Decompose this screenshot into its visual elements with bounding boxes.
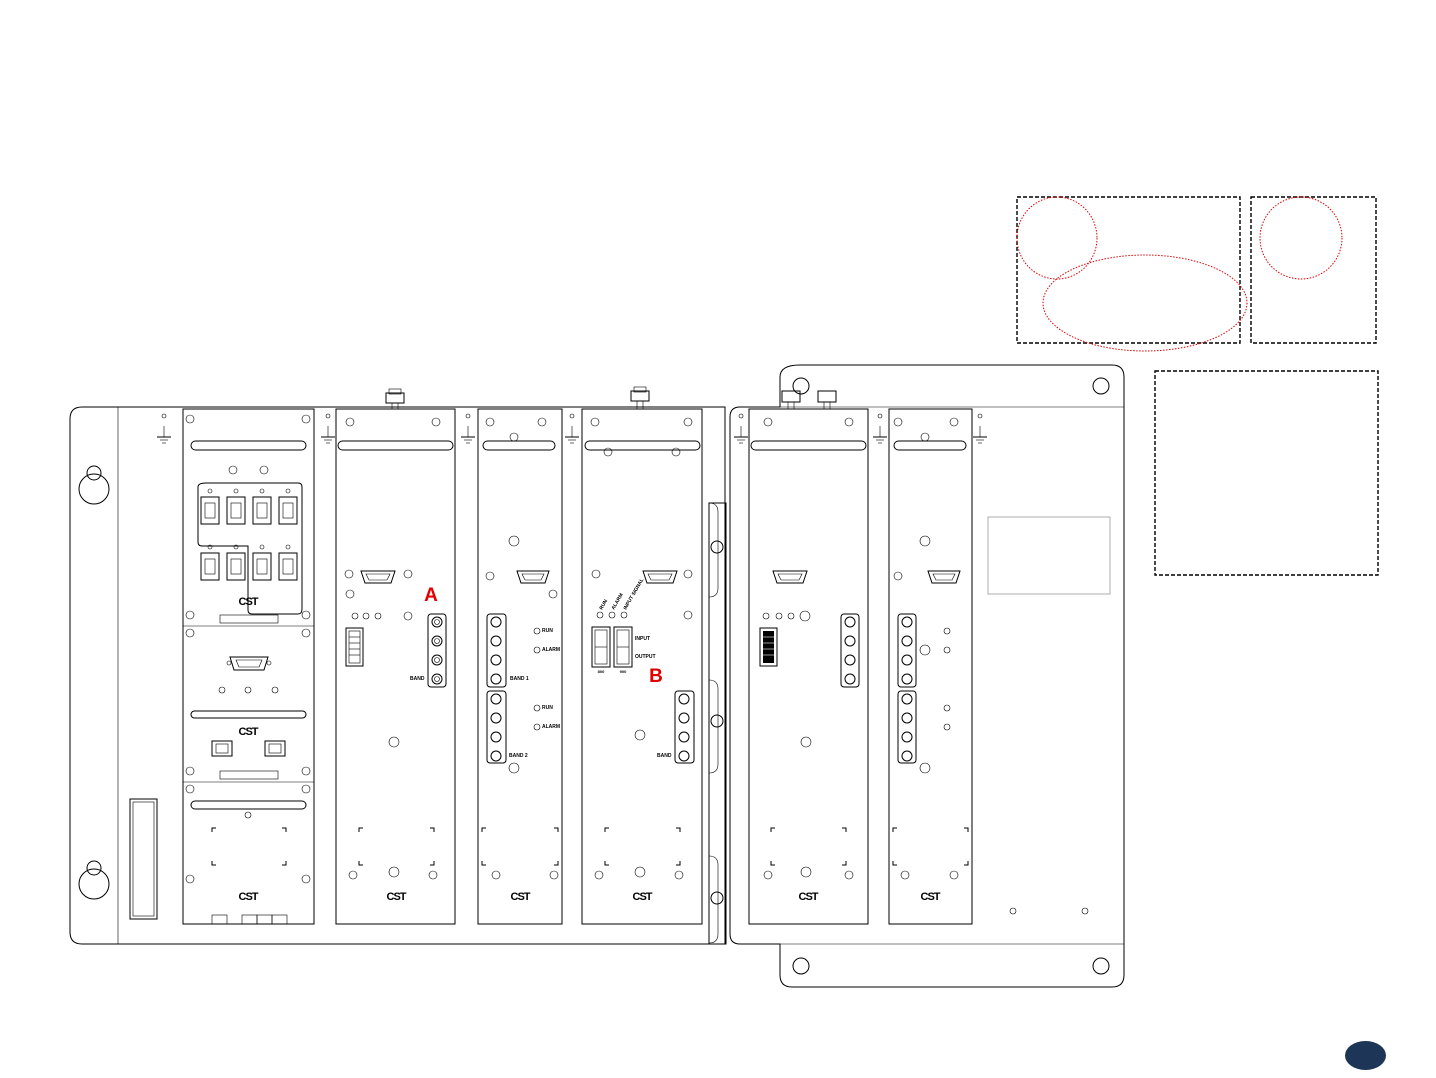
band-module: RUN ALARM BAND 1 RUN ALARM BAND 2 CST [477,408,563,925]
brand-logo: CST [239,596,259,608]
port-b-label: 900 [620,669,627,674]
input-label: INPUT [635,636,650,642]
keyhole-mount [78,465,110,505]
ethernet-port [211,740,233,757]
db9-connector [344,569,413,584]
marker-a: A [424,585,438,606]
rf-module-c: CST [748,390,869,925]
highlight-ellipse [1042,254,1248,352]
highlight-circle [1016,196,1098,280]
band-1-label: BAND 1 [510,676,529,682]
brand-logo: CST [799,891,819,903]
antenna-connector [817,390,837,410]
alarm-label: ALARM [542,724,560,730]
brand-logo: CST [239,726,259,738]
dip-switch [759,627,778,667]
rf-port-group [840,613,860,688]
level-switch [591,626,611,668]
output-label: OUTPUT [635,654,656,660]
page-badge [1345,1041,1386,1070]
brand-logo: CST [511,891,531,903]
side-slot [129,798,158,920]
db9-connector [516,570,550,584]
rf-port-group [427,613,447,688]
ground-icon [461,413,475,444]
ground-icon [873,413,887,444]
ethernet-port [264,740,286,757]
db9-connector [642,570,678,584]
port-a-label: 800 [598,669,605,674]
led-run-label: RUN [599,598,610,611]
switch-block [200,488,298,581]
rf-port-group [486,690,507,764]
ground-icon [734,413,748,444]
ground-icon [973,413,987,444]
rf-module-b: RUN ALARM INPUT SIGNAL INPUT OUTPUT 800 … [581,386,703,925]
callout-box-right [1250,196,1377,344]
marker-b: B [649,666,663,687]
antenna-connector [781,390,801,410]
band-2-label: BAND 2 [509,753,528,759]
label-plate [987,516,1111,595]
rf-module-a: BAND CST [335,388,456,925]
alarm-label: ALARM [542,647,560,653]
chassis-hinge [708,502,727,945]
rf-port-group [486,613,507,688]
highlight-circle [1259,196,1343,280]
led-input-signal-label: INPUT SIGNAL [623,577,646,611]
right-chassis: CST CST [729,364,1125,988]
rf-port-group [897,690,917,764]
rf-port-group [674,690,695,764]
db9-connector [927,570,961,584]
level-switch [613,626,633,668]
brand-logo: CST [387,891,407,903]
brand-logo: CST [633,891,653,903]
db9-connector [772,570,808,584]
run-label: RUN [542,628,553,634]
brand-logo: CST [921,891,941,903]
db9-connector [226,656,272,671]
ground-icon [565,413,579,444]
keyhole-mount [78,860,110,900]
band-label: BAND [657,753,672,759]
run-label: RUN [542,705,553,711]
rf-module-d: CST [888,408,973,925]
band-label: BAND [410,676,425,682]
left-chassis: CST CST CST [69,386,726,945]
antenna-connector [630,386,650,410]
ground-icon [321,413,335,444]
callout-box-left [1016,196,1248,352]
ground-icon [157,413,171,444]
brand-logo: CST [239,891,259,903]
antenna-connector [385,388,405,410]
power-module: CST CST CST [182,408,315,925]
callout-box-detail [1154,370,1379,576]
dip-switch [345,627,364,667]
rf-port-group [897,613,917,688]
